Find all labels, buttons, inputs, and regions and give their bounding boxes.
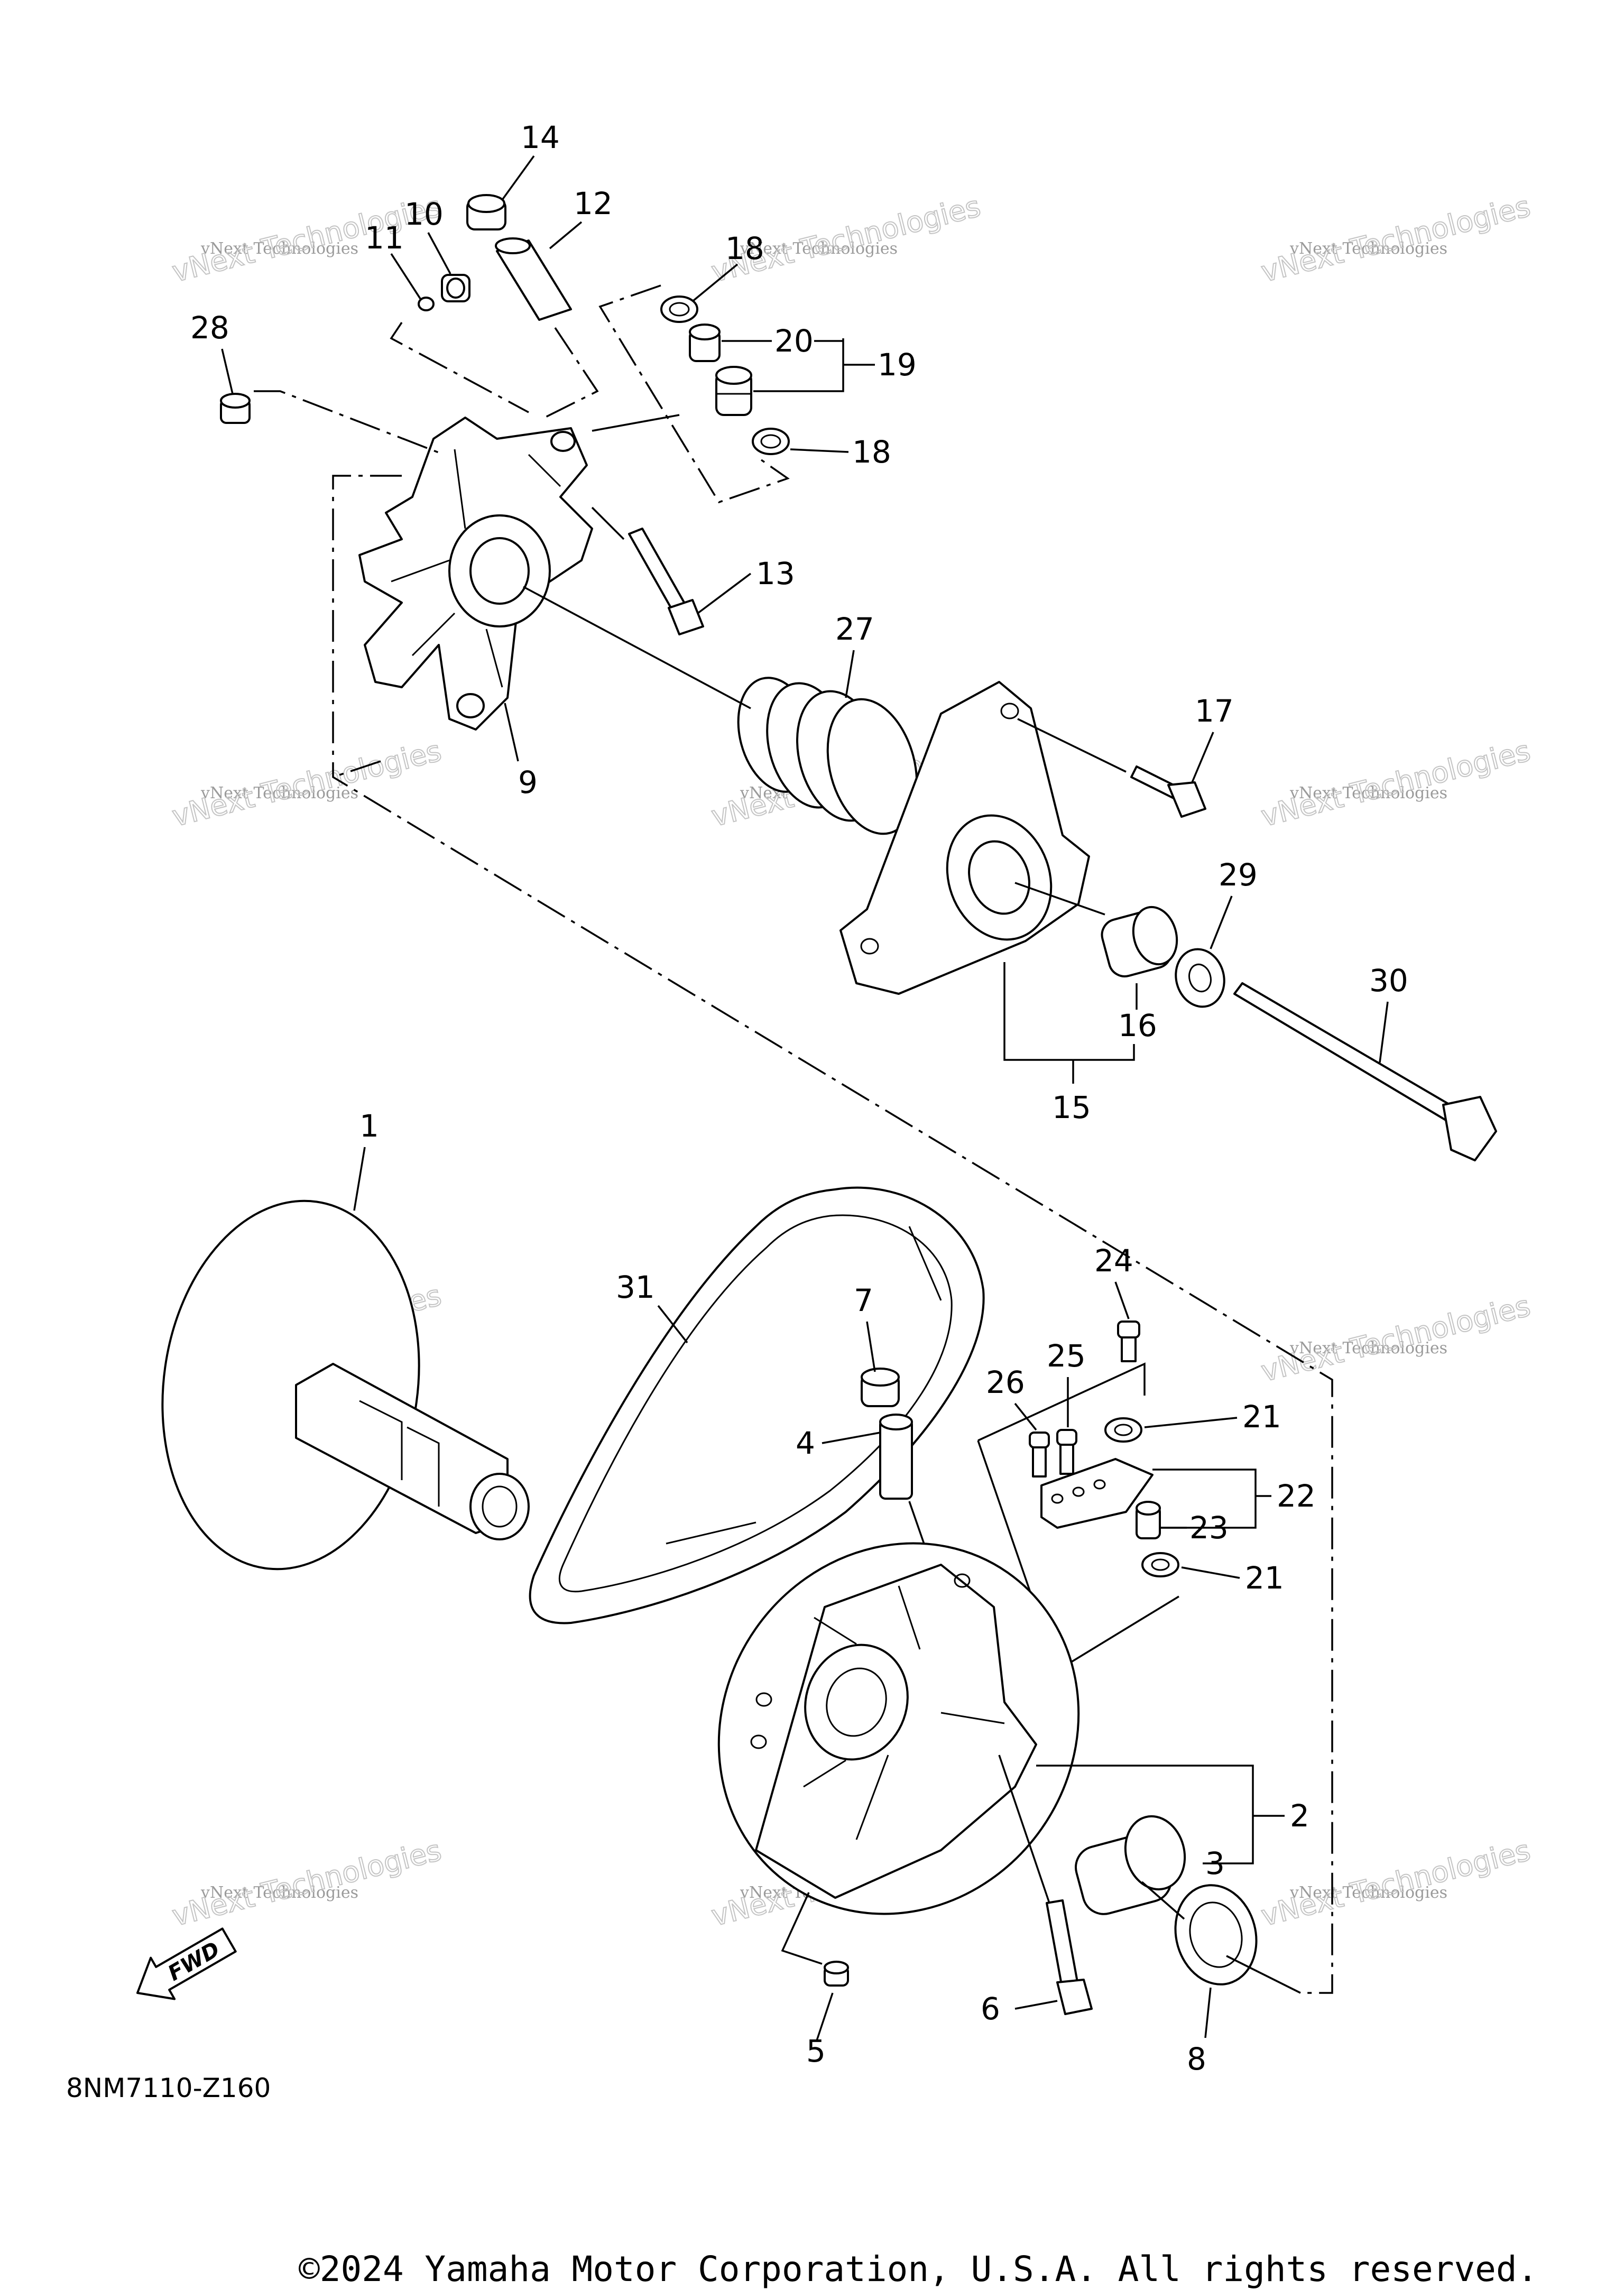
roller-part-19 bbox=[715, 366, 752, 416]
svg-text:vNext Technologies: vNext Technologies bbox=[1289, 1883, 1447, 1902]
callout-16: 16 bbox=[1118, 1008, 1157, 1044]
callout-15: 15 bbox=[1052, 1089, 1091, 1125]
callout-2: 2 bbox=[1290, 1798, 1309, 1834]
callout-3: 3 bbox=[1205, 1845, 1225, 1881]
callout-24: 24 bbox=[1094, 1243, 1133, 1279]
copyright-text: ©2024 Yamaha Motor Corporation, U.S.A. A… bbox=[299, 2249, 1538, 2289]
collar-part-10 bbox=[441, 274, 470, 302]
svg-text:vNext Technologies: vNext Technologies bbox=[200, 1883, 358, 1902]
diagram-code: 8NM7110-Z160 bbox=[66, 2073, 271, 2103]
callout-8: 8 bbox=[1187, 2041, 1206, 2077]
secondary-sheave-part-2 bbox=[717, 1542, 1080, 1915]
callout-28: 28 bbox=[190, 310, 229, 346]
bolt-part-13 bbox=[628, 528, 704, 635]
callout-4: 4 bbox=[796, 1425, 815, 1461]
callout-30: 30 bbox=[1369, 963, 1408, 999]
svg-text:vNext Technologies: vNext Technologies bbox=[200, 784, 358, 802]
callout-19: 19 bbox=[878, 347, 917, 383]
svg-text:vNext Technologies: vNext Technologies bbox=[1289, 1339, 1447, 1358]
belt-part-31 bbox=[529, 1186, 985, 1624]
nut-part-7 bbox=[861, 1368, 900, 1407]
pin-part-25 bbox=[1056, 1429, 1077, 1475]
callout-7: 7 bbox=[854, 1282, 873, 1318]
seal-part-8 bbox=[1174, 1884, 1258, 1986]
callout-13: 13 bbox=[756, 556, 795, 592]
callout-18-top: 18 bbox=[725, 230, 764, 266]
bushing-part-16 bbox=[1101, 906, 1178, 977]
callout-29: 29 bbox=[1219, 857, 1258, 893]
watermark: vNext Technologies vNext Technologies bbox=[1257, 734, 1534, 834]
washer-part-29 bbox=[1175, 948, 1225, 1008]
spring-part-27 bbox=[737, 677, 918, 835]
svg-text:vNext Technologies: vNext Technologies bbox=[1289, 784, 1447, 802]
svg-text:vNext Technologies: vNext Technologies bbox=[1289, 239, 1447, 258]
svg-text:vNext Technologies: vNext Technologies bbox=[740, 239, 898, 258]
cap-part-28 bbox=[220, 393, 251, 424]
assembly-lines bbox=[332, 475, 1333, 1994]
callout-12: 12 bbox=[574, 186, 613, 221]
callout-21-bottom: 21 bbox=[1245, 1560, 1284, 1596]
callout-17: 17 bbox=[1195, 693, 1234, 729]
callout-22: 22 bbox=[1277, 1478, 1316, 1514]
callout-1: 1 bbox=[359, 1108, 379, 1144]
cap-part-5 bbox=[824, 1961, 849, 1987]
slider-part-22 bbox=[1040, 1458, 1154, 1529]
bushing-part-23 bbox=[1136, 1501, 1161, 1539]
bolt-part-24 bbox=[1117, 1321, 1140, 1362]
bolt-part-30 bbox=[1233, 982, 1497, 1161]
watermark: vNext Technologies vNext Technologies bbox=[1257, 189, 1534, 289]
svg-text:vNext Technologies: vNext Technologies bbox=[200, 239, 358, 258]
callout-14: 14 bbox=[521, 119, 560, 155]
callout-5: 5 bbox=[806, 2033, 826, 2069]
washer-part-18-bottom bbox=[752, 428, 790, 455]
cover-part-15 bbox=[839, 681, 1090, 995]
oring-part-11 bbox=[418, 297, 435, 311]
forward-arrow-icon: FWD bbox=[136, 1927, 237, 2000]
washer-part-21-bottom bbox=[1141, 1552, 1179, 1577]
pin-part-4 bbox=[879, 1414, 913, 1500]
callout-21-top: 21 bbox=[1242, 1399, 1281, 1435]
callout-27: 27 bbox=[835, 611, 874, 647]
spider-part-9 bbox=[358, 417, 593, 731]
bolt-part-6 bbox=[1046, 1899, 1093, 2015]
watermark: vNext Technologies vNext Technologies bbox=[1257, 1833, 1534, 1933]
pin-part-12 bbox=[495, 237, 572, 321]
callout-31: 31 bbox=[616, 1269, 655, 1305]
callout-25: 25 bbox=[1047, 1338, 1086, 1374]
pin-part-26 bbox=[1029, 1432, 1050, 1478]
callout-6: 6 bbox=[981, 1991, 1000, 2027]
watermark: vNext Technologies vNext Technologies bbox=[1257, 1289, 1534, 1389]
nut-part-14 bbox=[466, 194, 506, 230]
bearing-part-3 bbox=[1075, 1815, 1186, 1915]
callout-11: 11 bbox=[365, 220, 404, 256]
bushing-part-20 bbox=[689, 324, 721, 362]
callout-20: 20 bbox=[774, 323, 814, 359]
washer-part-21-top bbox=[1104, 1417, 1142, 1443]
callout-9: 9 bbox=[518, 764, 538, 800]
watermark: vNext Technologies vNext Technologies bbox=[168, 1833, 445, 1933]
washer-part-18-top bbox=[660, 296, 698, 323]
sheave-part-1 bbox=[161, 1199, 530, 1571]
callout-10: 10 bbox=[404, 196, 444, 232]
callout-18-bottom: 18 bbox=[852, 434, 891, 470]
callout-26: 26 bbox=[986, 1364, 1025, 1400]
bolt-part-17 bbox=[1130, 765, 1206, 818]
watermark: vNext Technologies vNext Technologies bbox=[168, 734, 445, 834]
